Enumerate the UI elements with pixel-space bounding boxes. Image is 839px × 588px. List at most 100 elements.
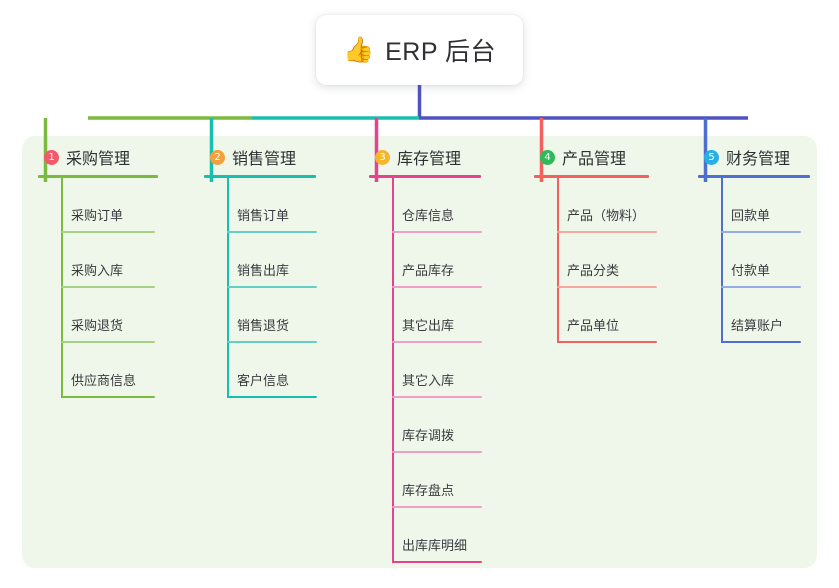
leaf-rule	[721, 231, 801, 233]
leaf-label: 库存调拨	[402, 428, 455, 443]
leaf-rule	[61, 396, 155, 398]
leaf-label: 付款单	[731, 263, 771, 278]
column-header-5[interactable]: 5 财务管理	[698, 146, 810, 168]
column-badge-5: 5	[704, 149, 719, 165]
leaf-label: 库存盘点	[402, 483, 455, 498]
leaf-item[interactable]: 客户信息	[227, 343, 317, 398]
column-header-3[interactable]: 3 库存管理	[369, 146, 481, 168]
leaf-item[interactable]: 库存盘点	[392, 453, 482, 508]
leaf-label: 仓库信息	[402, 208, 455, 223]
leaf-item[interactable]: 出库库明细	[392, 508, 482, 563]
leaf-item[interactable]: 销售订单	[227, 178, 317, 233]
column-title-1: 采购管理	[66, 151, 131, 168]
leaf-item[interactable]: 采购订单	[61, 178, 158, 233]
leaf-list-2: 销售订单销售出库销售退货客户信息	[204, 178, 317, 398]
leaf-item[interactable]: 采购退货	[61, 288, 158, 343]
leaf-label: 产品（物料）	[567, 208, 646, 223]
leaf-rule	[392, 396, 482, 398]
leaf-item[interactable]: 产品单位	[557, 288, 657, 343]
column-badge-3: 3	[375, 149, 390, 165]
leaf-rule	[392, 561, 482, 563]
leaf-label: 销售退货	[237, 318, 290, 333]
column-2: 2 销售管理销售订单销售出库销售退货客户信息	[204, 146, 317, 398]
leaf-rule	[557, 231, 657, 233]
column-title-5: 财务管理	[726, 151, 791, 168]
leaf-item[interactable]: 供应商信息	[61, 343, 158, 398]
leaf-label: 销售订单	[237, 208, 290, 223]
leaf-label: 采购订单	[71, 208, 124, 223]
leaf-label: 结算账户	[731, 318, 784, 333]
leaf-label: 出库库明细	[402, 538, 468, 553]
leaf-rule	[392, 231, 482, 233]
leaf-label: 客户信息	[237, 373, 290, 388]
column-rail-4	[557, 178, 559, 343]
leaf-item[interactable]: 库存调拨	[392, 398, 482, 453]
leaf-label: 回款单	[731, 208, 771, 223]
leaf-item[interactable]: 付款单	[721, 233, 810, 288]
leaf-rule	[227, 341, 317, 343]
leaf-item[interactable]: 销售退货	[227, 288, 317, 343]
leaf-label: 产品单位	[567, 318, 620, 333]
leaf-item[interactable]: 采购入库	[61, 233, 158, 288]
column-badge-2: 2	[210, 149, 225, 165]
leaf-item[interactable]: 销售出库	[227, 233, 317, 288]
leaf-label: 产品库存	[402, 263, 455, 278]
leaf-rule	[227, 396, 317, 398]
leaf-rule	[557, 341, 657, 343]
leaf-label: 销售出库	[237, 263, 290, 278]
leaf-list-4: 产品（物料） 产品分类产品单位	[534, 178, 657, 343]
leaf-label: 其它入库	[402, 373, 455, 388]
leaf-label: 采购入库	[71, 263, 124, 278]
column-title-2: 销售管理	[232, 151, 297, 168]
column-title-4: 产品管理	[562, 151, 627, 168]
column-rail-2	[227, 178, 229, 398]
column-header-4[interactable]: 4 产品管理	[534, 146, 649, 168]
root-node[interactable]: 👍 ERP 后台	[316, 15, 523, 85]
column-badge-4: 4	[540, 149, 555, 165]
leaf-rule	[61, 286, 155, 288]
leaf-list-3: 仓库信息产品库存其它出库其它入库库存调拨库存盘点出库库明细	[369, 178, 482, 563]
column-4: 4 产品管理产品（物料） 产品分类产品单位	[534, 146, 657, 343]
column-rule-1	[38, 175, 158, 178]
column-rail-1	[61, 178, 63, 398]
leaf-rule	[721, 341, 801, 343]
leaf-item[interactable]: 其它出库	[392, 288, 482, 343]
leaf-rule	[61, 231, 155, 233]
leaf-rule	[392, 286, 482, 288]
column-title-3: 库存管理	[397, 151, 462, 168]
column-rail-3	[392, 178, 394, 563]
diagram-panel	[22, 136, 817, 568]
leaf-list-5: 回款单付款单结算账户	[698, 178, 810, 343]
leaf-item[interactable]: 其它入库	[392, 343, 482, 398]
column-header-2[interactable]: 2 销售管理	[204, 146, 316, 168]
leaf-item[interactable]: 回款单	[721, 178, 810, 233]
leaf-item[interactable]: 产品（物料）	[557, 178, 657, 233]
leaf-item[interactable]: 结算账户	[721, 288, 810, 343]
leaf-rule	[392, 451, 482, 453]
leaf-rule	[227, 231, 317, 233]
thumbs-up-icon: 👍	[342, 35, 375, 64]
column-rule-2	[204, 175, 316, 178]
leaf-label: 供应商信息	[71, 373, 137, 388]
leaf-label: 采购退货	[71, 318, 124, 333]
leaf-item[interactable]: 产品库存	[392, 233, 482, 288]
leaf-label: 产品分类	[567, 263, 620, 278]
root-title: ERP 后台	[385, 38, 497, 66]
leaf-rule	[721, 286, 801, 288]
column-rule-3	[369, 175, 481, 178]
leaf-rule	[61, 341, 155, 343]
leaf-label: 其它出库	[402, 318, 455, 333]
column-rail-5	[721, 178, 723, 343]
leaf-list-1: 采购订单采购入库采购退货供应商信息	[38, 178, 158, 398]
leaf-rule	[392, 506, 482, 508]
leaf-rule	[392, 341, 482, 343]
leaf-rule	[227, 286, 317, 288]
column-5: 5 财务管理回款单付款单结算账户	[698, 146, 810, 343]
column-3: 3 库存管理仓库信息产品库存其它出库其它入库库存调拨库存盘点出库库明细	[369, 146, 482, 563]
leaf-item[interactable]: 产品分类	[557, 233, 657, 288]
leaf-item[interactable]: 仓库信息	[392, 178, 482, 233]
column-rule-4	[534, 175, 649, 178]
